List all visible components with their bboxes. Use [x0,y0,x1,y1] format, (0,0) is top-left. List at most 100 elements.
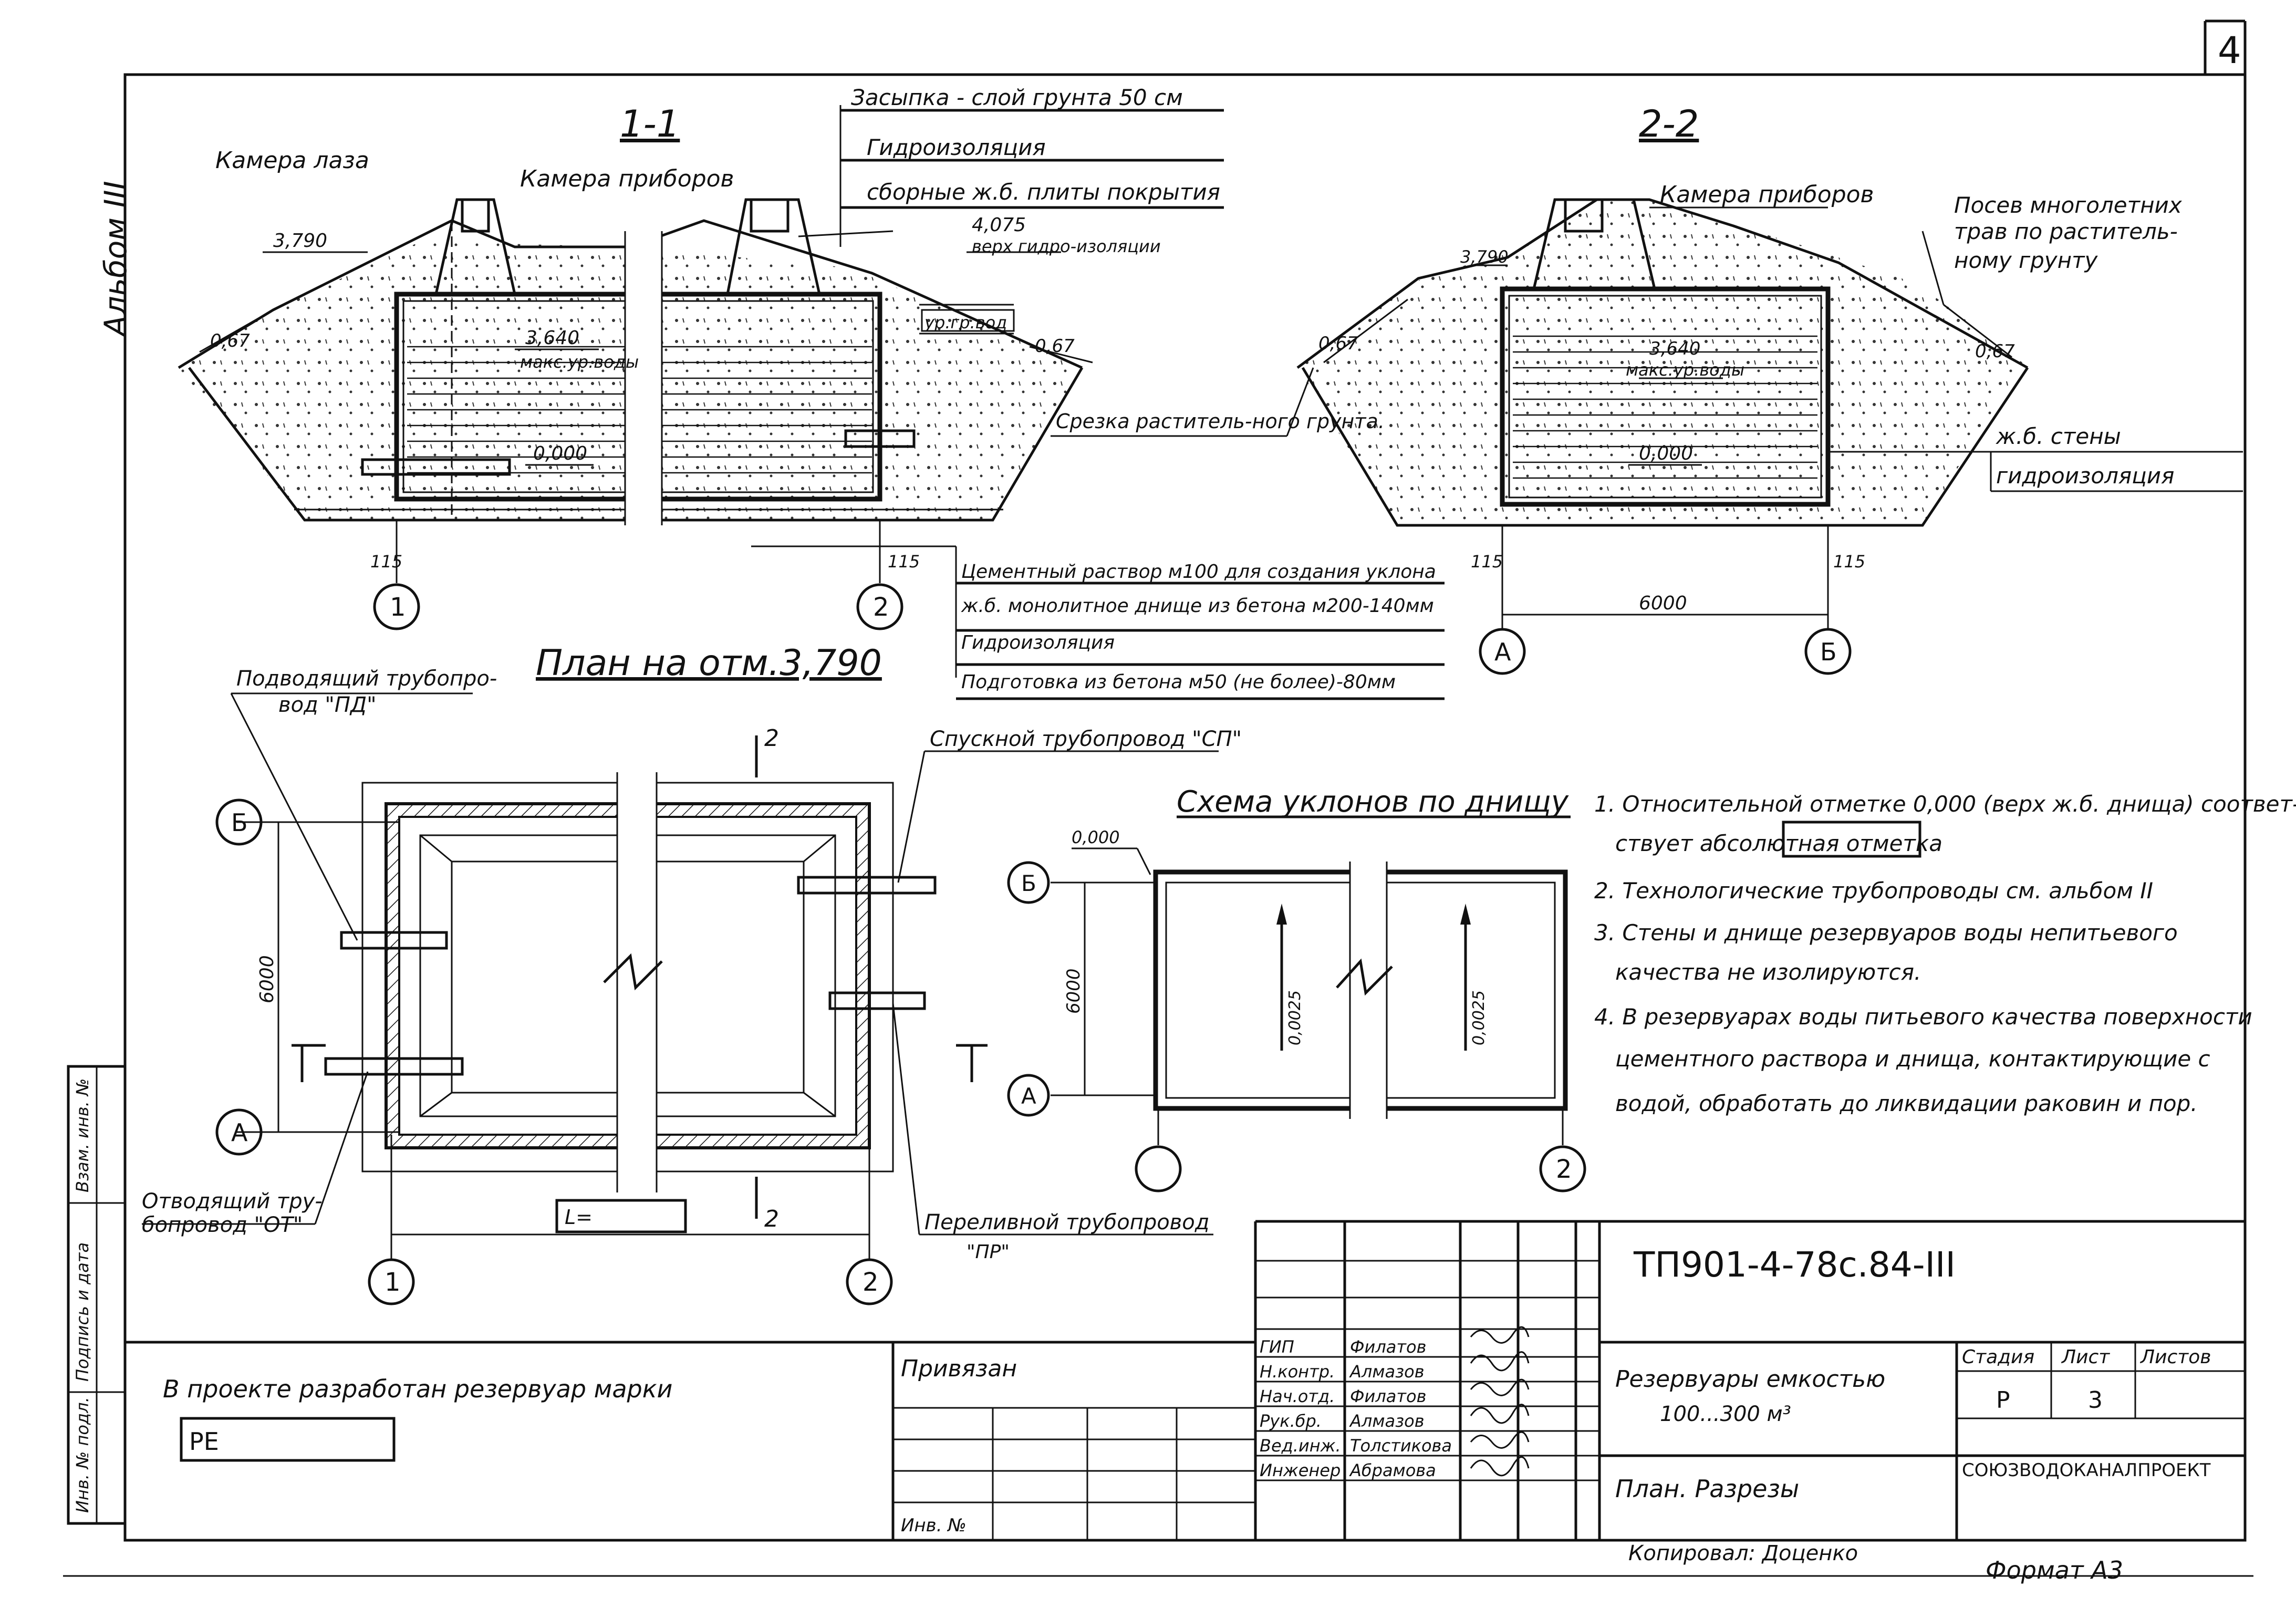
cover-layer-2: Гидроизоляция [867,134,1046,160]
name-5: Толстикова [1350,1436,1452,1456]
cut-k2-bottom: 2 [764,1206,779,1232]
note-line-3: 2. Технологические трубопроводы см. альб… [1594,878,2153,904]
axis-2-label: 2 [873,593,889,622]
maks-ur-vody-1: макс.ур.воды [520,352,639,372]
axis-1-bubble [373,583,420,630]
axis-1-label: 1 [390,593,406,622]
section-1-title: 1-1 [620,102,680,146]
plan-axis-a-bubble [215,1108,263,1156]
elev-3640-2: 3,640 [1649,338,1700,359]
role-1: ГИП [1260,1337,1294,1357]
slope-scheme-title: Схема уклонов по днищу [1177,785,1569,819]
format-label: Формат А3 [1986,1556,2123,1584]
axis-b-bubble-2 [1804,628,1852,675]
name-3: Филатов [1350,1386,1426,1406]
role-6: Инженер [1260,1460,1341,1480]
note-line-8: водой, обработать до ликвидации раковин … [1615,1091,2198,1116]
stamp-vzam: Взам. инв. № [72,1078,92,1192]
project-mark-box [125,1341,895,1540]
cover-layers-table [840,109,1224,209]
width-dim-2: 6000 [1639,593,1687,614]
section-2-2 [1051,198,2243,630]
plan-axis-b-label: Б [231,808,248,837]
title-block [893,1220,2245,1540]
axis-a-bubble-2 [1479,628,1526,675]
signatures [1470,1326,1530,1477]
hydro-label: гидроизоляция [1996,463,2174,489]
verkh-gidroizolyacii: верх гидро-изоляции [972,236,1161,256]
project-mark-text: В проекте разработан резервуар марки [163,1375,672,1403]
plan-axis-1-label: 1 [385,1268,401,1297]
sheet-header: Лист [2061,1346,2110,1368]
drain-pipe-label: Спускной трубопровод "СП" [930,727,1242,751]
subtitle: План. Разрезы [1615,1475,1799,1503]
supply-pipe-1: Подводящий трубопро- [236,667,497,691]
length-label: L= [565,1206,593,1229]
camera-priborov-label-1: Камера приборов [520,165,734,192]
stamp-podpis: Подпись и дата [72,1242,92,1382]
bottom-layers-table [956,582,1445,700]
cover-layer-1: Засыпка - слой грунта 50 см [851,85,1183,110]
slope-left-1: 0,67 [210,330,250,351]
stamp-inv-podl: Инв. № подл. [72,1397,92,1513]
offset-right-1: 115 [888,552,920,572]
camera-laza-label: Камера лаза [215,147,369,174]
elev-0000-2: 0,000 [1639,443,1693,464]
overflow-pipe-1: Переливной трубопровод [924,1210,1209,1234]
slope-scheme [1051,815,1571,1145]
slope-axis-left-bubble [1135,1145,1182,1192]
ur-gr-vod: ур.гр.вод [924,313,1007,333]
plan-axis-2-label: 2 [863,1268,879,1297]
posev-label-1: Посев многолетних [1954,192,2183,218]
slope-axis-b-bubble [1007,861,1050,904]
section-1-1 [178,105,1093,678]
bottom-layer-4: Подготовка из бетона м50 (не более)-80мм [961,671,1396,693]
note-line-4: 3. Стены и днище резервуаров воды непить… [1594,920,2178,946]
name-6: Абрамова [1349,1460,1436,1480]
title-line-1: Резервуары емкостью [1615,1366,1885,1393]
axis-b-label-2: Б [1820,638,1837,666]
slope-axis-a-label: А [1021,1083,1036,1109]
plan-axis-a-label: А [231,1118,248,1147]
note-line-6: 4. В резервуарах воды питьевого качества… [1594,1004,2252,1030]
slope-axis-2-label: 2 [1556,1155,1572,1184]
notes-block: 1. Относительной отметке 0,000 (верх ж.б… [1594,791,2296,1116]
plan-axis-b-bubble [215,798,263,846]
slope-left-value: 0,0025 [1286,990,1304,1045]
slope-elev-0000: 0,000 [1072,827,1120,847]
posev-label-2: трав по раститель- [1954,219,2178,244]
wall-label: ж.б. стены [1996,423,2121,449]
slope-right-2: 0,67 [1975,341,2015,362]
plan-dim-6000: 6000 [256,955,278,1003]
offset-left-1: 115 [370,552,402,572]
sheet-frame [123,73,2247,1542]
axis-2-bubble [856,583,903,630]
plan-axis-1-bubble [368,1258,415,1305]
stage-value: Р [1996,1387,2010,1414]
slope-left-2: 0,67 [1318,333,1358,354]
bottom-layer-3: Гидроизоляция [961,632,1115,653]
copied-by: Копировал: Доценко [1628,1541,1858,1565]
elev-0000-1: 0,000 [533,443,587,464]
sheet-number: 4 [2218,29,2241,72]
elev-3790-2: 3,790 [1460,247,1509,267]
project-mark-value: РЕ [189,1427,219,1456]
outlet-pipe-2: бопровод "ОТ" [142,1213,303,1237]
plan-view [142,692,1219,1261]
privyazan-label: Привязан [901,1355,1017,1382]
role-3: Нач.отд. [1260,1386,1335,1406]
drawing-code: ТП901-4-78с.84-III [1633,1244,1956,1285]
title-line-2: 100...300 м³ [1660,1402,1791,1426]
note-line-5: качества не изолируются. [1615,959,1921,985]
cut-k2-top: 2 [764,725,779,752]
slope-axis-b-label: Б [1021,870,1036,896]
slope-right-value: 0,0025 [1470,990,1488,1045]
elev-3790-1: 3,790 [273,230,327,252]
slope-dim-6000: 6000 [1063,968,1084,1014]
slope-right-1: 0,67 [1035,336,1075,357]
bottom-layer-1: Цементный раствор м100 для создания укло… [961,561,1436,583]
plan-axis-2-bubble [846,1258,893,1305]
overflow-pipe-2: "ПР" [967,1241,1010,1263]
axis-a-label-2: А [1494,638,1511,666]
